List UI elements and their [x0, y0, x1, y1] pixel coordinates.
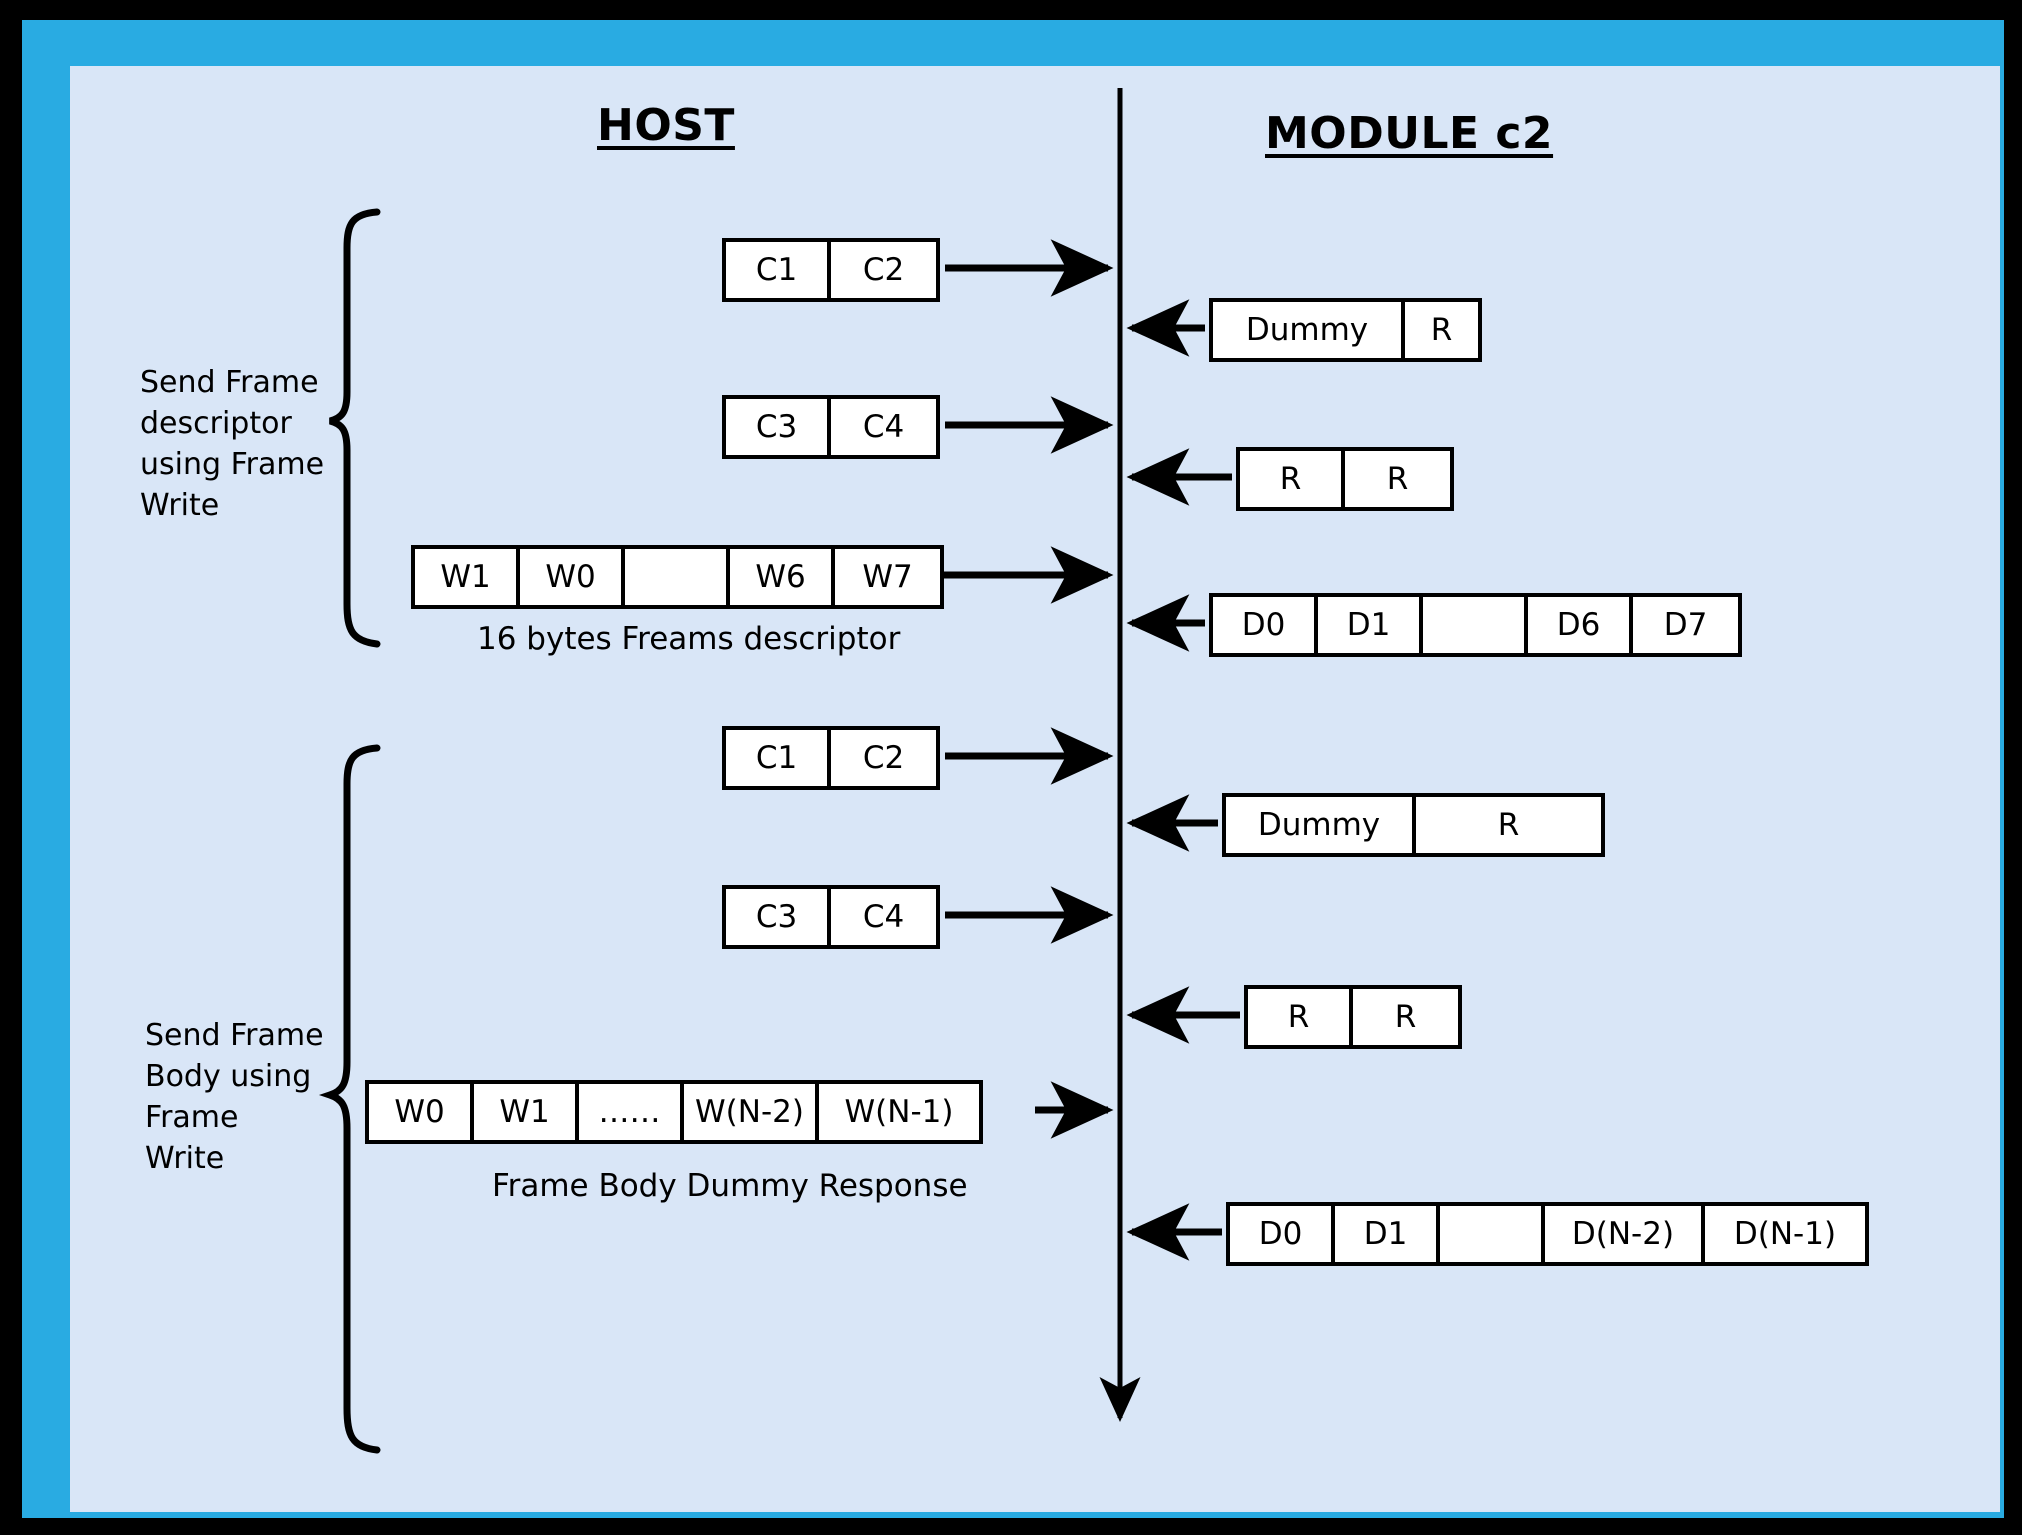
packet-cell: W0 [369, 1084, 474, 1140]
page-title-module: MODULE c2 [1265, 108, 1554, 159]
packet-cell: W7 [835, 549, 940, 605]
packet-cell: R [1405, 302, 1478, 358]
packet-cell: D0 [1230, 1206, 1335, 1262]
packet-cell: R [1240, 451, 1345, 507]
packet-cell: W(N-1) [819, 1084, 979, 1140]
packet-cell: C3 [726, 889, 831, 945]
page-title-host: HOST [597, 100, 735, 151]
caption-frame-descriptor: 16 bytes Freams descriptor [477, 621, 901, 657]
packet-cell: W1 [415, 549, 520, 605]
label-send-frame-descriptor: Send Frame descriptor using Frame Write [140, 365, 325, 523]
packet-cell: C4 [831, 889, 936, 945]
packet-cell: D(N-2) [1545, 1206, 1705, 1262]
caption-frame-body: Frame Body Dummy Response [492, 1168, 968, 1204]
packet-cell [1440, 1206, 1545, 1262]
packet-cell [1423, 597, 1528, 653]
diagram-canvas [70, 66, 2000, 1512]
packet-cell: D0 [1213, 597, 1318, 653]
packet-cell: C2 [831, 730, 936, 786]
packet-cell: C3 [726, 399, 831, 455]
packet-cell: Dummy [1213, 302, 1405, 358]
packet-cell: C1 [726, 730, 831, 786]
packet-cell: C1 [726, 242, 831, 298]
packet-cell: D7 [1633, 597, 1738, 653]
packet-cell: C4 [831, 399, 936, 455]
packet-cell: W0 [520, 549, 625, 605]
packet-cell: W(N-2) [684, 1084, 819, 1140]
packet-cell: R [1248, 989, 1353, 1045]
packet-cell: D(N-1) [1705, 1206, 1865, 1262]
packet-cell: D1 [1318, 597, 1423, 653]
packet-cell: …… [579, 1084, 684, 1140]
packet-cell: C2 [831, 242, 936, 298]
packet-cell: D1 [1335, 1206, 1440, 1262]
packet-cell: R [1353, 989, 1458, 1045]
packet-cell: R [1416, 797, 1601, 853]
packet-cell: W1 [474, 1084, 579, 1140]
packet-cell [625, 549, 730, 605]
packet-cell: R [1345, 451, 1450, 507]
packet-cell: D6 [1528, 597, 1633, 653]
label-send-frame-body: Send Frame Body using Frame Write [145, 1018, 324, 1176]
packet-cell: Dummy [1226, 797, 1416, 853]
packet-cell: W6 [730, 549, 835, 605]
